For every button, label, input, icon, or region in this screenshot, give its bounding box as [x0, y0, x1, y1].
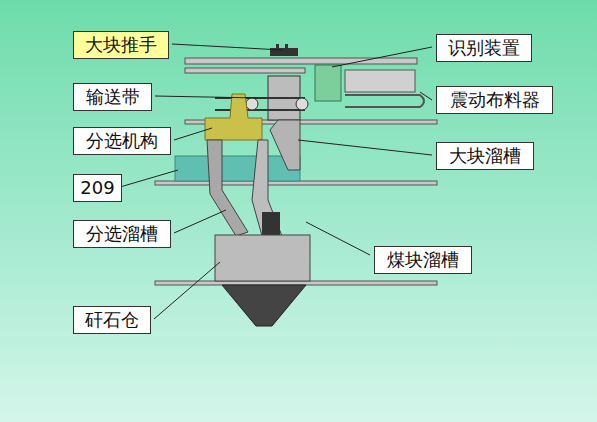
label-text: 煤块溜槽	[387, 249, 459, 271]
label-text: 209	[80, 177, 114, 199]
callout-label: 输送带	[73, 83, 152, 111]
floor-plate	[155, 181, 437, 185]
label-text: 输送带	[86, 86, 140, 108]
coal-chute-upper	[252, 140, 282, 236]
coal-chute	[262, 212, 280, 236]
label-text: 矸石仓	[85, 309, 139, 331]
floor-plate	[185, 58, 417, 64]
callout-label: 大块溜槽	[436, 142, 534, 170]
callout-label: 识别装置	[436, 34, 532, 62]
callout-label: 震动布料器	[436, 86, 553, 114]
feeder-tray	[345, 95, 424, 107]
label-text: 识别装置	[448, 37, 520, 59]
label-text: 分选机构	[86, 130, 158, 152]
sorting-mechanism	[205, 94, 262, 140]
callout-label: 矸石仓	[73, 306, 151, 334]
label-text: 分选溜槽	[86, 223, 158, 245]
sorting-chute	[207, 140, 248, 236]
label-text: 震动布料器	[450, 89, 540, 111]
gangue-bin	[215, 235, 310, 281]
callout-label: 大块推手	[73, 31, 169, 59]
label-text: 大块溜槽	[449, 145, 521, 167]
callout-label: 209	[73, 174, 122, 202]
bin-funnel	[222, 285, 306, 326]
recognition-device	[315, 65, 341, 101]
floor-plate	[185, 68, 305, 73]
callout-label: 分选溜槽	[73, 220, 171, 248]
label-text: 大块推手	[85, 34, 157, 56]
roller	[246, 98, 258, 110]
frame-209	[175, 156, 300, 181]
roller	[296, 98, 308, 110]
callout-label: 分选机构	[73, 127, 171, 155]
leader-line	[120, 44, 432, 319]
vibrating-feeder	[345, 70, 415, 92]
big-block-chute	[270, 120, 300, 170]
callout-label: 煤块溜槽	[374, 246, 472, 274]
